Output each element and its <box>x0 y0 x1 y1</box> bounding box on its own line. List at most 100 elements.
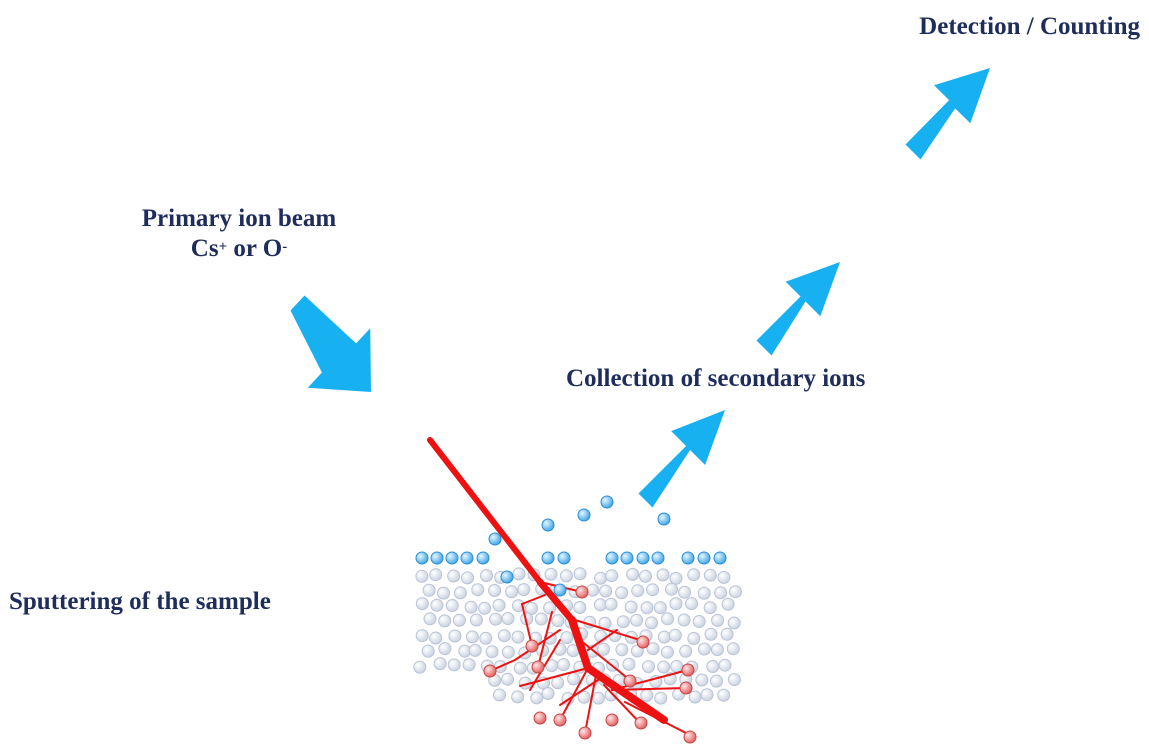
lattice-atom <box>657 630 671 644</box>
primary-beam-title: Primary ion beam <box>141 205 337 232</box>
cascade-branch <box>584 674 597 734</box>
lattice-atom <box>640 688 654 702</box>
lattice-atom <box>423 612 437 626</box>
secondary-ion <box>657 512 671 526</box>
recoil-atom <box>605 713 619 727</box>
surface-atom <box>697 551 711 565</box>
lattice-atom <box>679 644 693 658</box>
lattice-atom <box>447 569 461 583</box>
secondary-ion <box>541 518 555 532</box>
recoil-atom <box>525 639 539 653</box>
surface-atom <box>681 551 695 565</box>
lattice-atom <box>452 613 466 627</box>
lattice-atom <box>697 586 711 600</box>
primary-beam-track <box>584 664 668 724</box>
lattice-atom <box>687 568 701 582</box>
cascade-branch <box>624 701 691 736</box>
lattice-atom <box>437 586 450 600</box>
primary-beam-species: Cs+ or O- <box>104 234 374 264</box>
lattice-atom <box>445 599 459 612</box>
surface-atom <box>605 551 619 565</box>
lattice-atom <box>479 631 493 645</box>
secondary-ion <box>553 583 567 597</box>
lattice-atom <box>692 615 706 628</box>
lattice-atom <box>513 661 527 675</box>
lattice-atom <box>646 583 660 597</box>
lattice-atom <box>622 657 636 671</box>
lattice-atom <box>727 616 741 630</box>
lattice-atom <box>714 586 728 600</box>
lattice-atom <box>668 628 682 642</box>
recoil-atom <box>533 711 547 725</box>
surface-atom <box>415 551 429 565</box>
lattice-atom <box>657 660 671 674</box>
lattice-atom <box>464 600 478 614</box>
secondary-ion <box>488 532 502 546</box>
surface-atom <box>430 551 444 565</box>
lattice-atom <box>501 645 515 659</box>
lattice-atom <box>615 643 629 657</box>
secondary-ion <box>500 570 514 584</box>
lattice-atom <box>656 568 670 582</box>
lattice-atom <box>557 658 570 672</box>
lattice-atom <box>415 597 429 611</box>
lattice-atom <box>429 568 443 582</box>
lattice-atom <box>543 601 557 615</box>
lattice-atom <box>430 598 444 612</box>
lattice-atom <box>511 630 525 644</box>
lattice-atom <box>726 642 740 656</box>
primary-beam-label: Primary ion beam Cs+ or O- <box>104 204 374 264</box>
lattice-atom <box>421 644 435 658</box>
primary-beam-arrow <box>290 295 371 392</box>
collection-arrow-1 <box>638 410 725 508</box>
lattice-atom <box>721 597 735 611</box>
collection-label: Collection of secondary ions <box>566 365 866 392</box>
recoil-atom <box>636 635 650 649</box>
lattice-atom <box>489 612 503 626</box>
lattice-atom <box>544 567 558 581</box>
recoil-atom <box>623 674 637 688</box>
collection-arrow-2 <box>756 262 840 356</box>
lattice-atom <box>415 629 429 643</box>
lattice-atom <box>438 642 452 656</box>
lattice-atom <box>700 688 714 702</box>
lattice-atom <box>517 583 531 597</box>
cascade-branch <box>519 667 589 687</box>
lattice-atom <box>573 567 587 581</box>
lattice-atom <box>704 627 718 641</box>
cascade-branch <box>559 679 599 706</box>
lattice-atom <box>530 691 544 705</box>
lattice-atom <box>605 569 619 583</box>
lattice-atom <box>415 569 429 583</box>
surface-atom <box>541 551 555 565</box>
recoil-atom <box>634 716 648 730</box>
lattice-atom <box>670 659 684 673</box>
lattice-atom <box>469 613 483 627</box>
lattice-atom <box>706 660 720 673</box>
surface-atom <box>460 551 474 565</box>
cascade-branch <box>611 687 687 691</box>
lattice-atom <box>422 583 436 597</box>
lattice-atom <box>497 629 511 643</box>
lattice-atom <box>645 616 658 630</box>
surface-atom <box>557 551 571 565</box>
lattice-atom <box>493 688 506 702</box>
ion-cs-charge: + <box>218 239 228 255</box>
lattice-atom <box>586 583 600 597</box>
lattice-atom <box>534 612 548 626</box>
cascade-branch <box>603 684 641 724</box>
secondary-ion <box>600 495 614 509</box>
cascade-branch <box>587 629 618 651</box>
lattice-atom <box>604 688 618 702</box>
lattice-atom <box>594 571 608 585</box>
lattice-atom <box>465 630 479 644</box>
lattice-atom <box>413 660 427 674</box>
detection-label: Detection / Counting <box>919 13 1140 40</box>
recoil-atom <box>683 730 697 744</box>
lattice-atom <box>471 583 485 597</box>
recoil-atom <box>531 660 545 674</box>
lattice-atom <box>727 673 741 687</box>
lattice-atom <box>573 601 587 614</box>
ion-or: or <box>227 235 263 262</box>
recoil-atom <box>553 713 567 727</box>
